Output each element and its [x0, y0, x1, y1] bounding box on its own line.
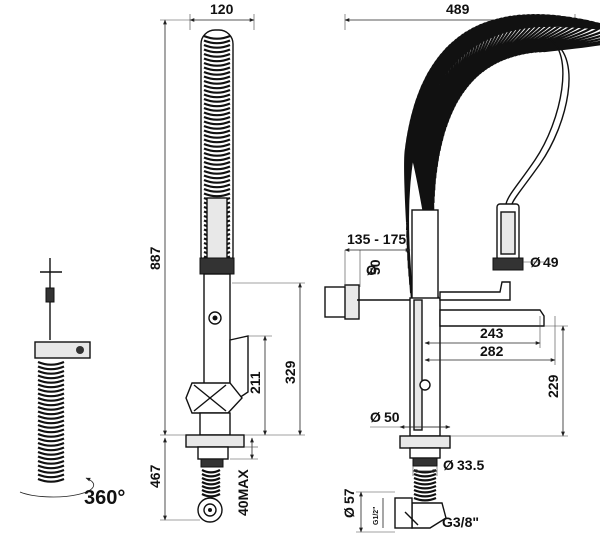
rotation-nozzle	[45, 287, 55, 303]
side-body	[203, 273, 231, 390]
front-spring	[404, 13, 600, 302]
front-spout	[439, 309, 545, 327]
side-tail-hose	[201, 469, 221, 498]
dim-front-dia-50-base-symbol: Ø	[370, 409, 381, 425]
front-base-plate	[399, 435, 451, 449]
spring-coil	[413, 468, 437, 502]
dim-front-dia-57: 57	[341, 488, 357, 504]
front-hose	[505, 37, 564, 205]
dim-front-dia-49: 49	[543, 254, 559, 270]
front-spray-nozzle	[492, 257, 524, 271]
side-valve-cross	[185, 382, 243, 414]
rotation-label: 360°	[84, 487, 125, 509]
side-base-plate	[185, 434, 245, 448]
dim-front-thread-half: G1/2"	[373, 507, 380, 526]
front-nut	[412, 457, 438, 467]
front-tail-hose	[413, 468, 437, 502]
spring-coil	[201, 469, 221, 498]
front-view: 489 Ø 49 Ø 50	[324, 1, 600, 533]
dim-front-135-175: 135 - 175	[347, 231, 406, 247]
spring-coil	[404, 13, 600, 302]
rotation-arrow	[19, 477, 95, 498]
dim-side-329: 329	[282, 360, 298, 384]
rotation-view: 360°	[19, 258, 125, 509]
side-view: 120 887 467 211	[147, 1, 305, 523]
dim-front-width: 489	[446, 1, 470, 17]
front-inlet	[394, 497, 413, 529]
rotation-spring	[37, 360, 65, 483]
dim-side-211: 211	[247, 371, 263, 394]
dim-front-dia-57-symbol: Ø	[341, 507, 357, 518]
dim-front-282: 282	[480, 343, 504, 359]
side-nut	[200, 458, 224, 468]
dim-front-dia-50-top-symbol: Ø	[366, 262, 377, 278]
dim-front-thread-g38: G3/8"	[442, 514, 479, 530]
rotation-clamp	[34, 341, 91, 359]
dim-side-width: 120	[210, 1, 234, 17]
dim-front-dia-50-top: 50	[367, 259, 383, 275]
side-stem	[199, 412, 231, 436]
dim-front-dia-33-5-symbol: Ø	[443, 457, 454, 473]
dim-side-height: 887	[147, 246, 163, 270]
front-column-upper	[411, 209, 439, 309]
front-knob	[419, 379, 431, 391]
dim-front-dia-50-base: 50	[384, 409, 400, 425]
dim-front-dia-33-5: 33.5	[457, 457, 484, 473]
dim-side-40max: 40MAX	[235, 469, 251, 516]
spring-coil	[37, 360, 65, 483]
dim-front-229: 229	[545, 374, 561, 398]
front-holder-arm	[439, 281, 511, 301]
dim-side-lower: 467	[147, 464, 163, 488]
side-collar	[199, 257, 235, 275]
dim-front-243: 243	[480, 325, 504, 341]
